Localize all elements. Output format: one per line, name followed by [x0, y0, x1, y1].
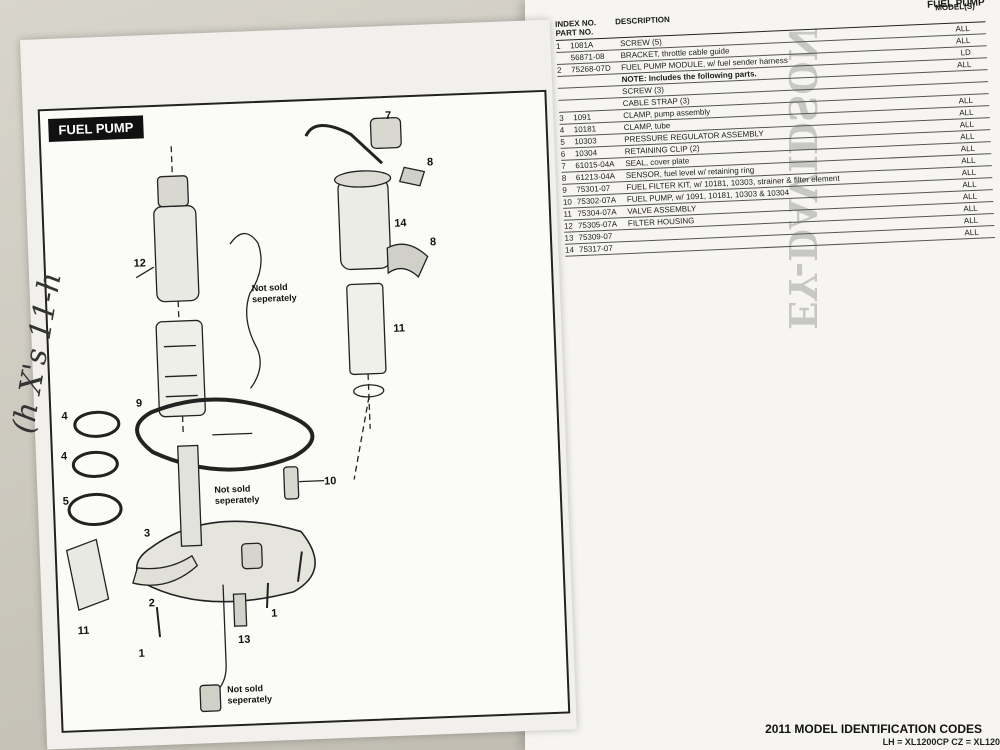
row-part-no: 75302-07A — [576, 195, 617, 207]
callout-9: 9 — [135, 397, 143, 410]
row-index: 9 — [562, 185, 568, 195]
callout-8: 8 — [426, 156, 434, 169]
row-model — [892, 76, 972, 79]
callout-5: 5 — [62, 495, 70, 508]
callout-3: 3 — [143, 527, 151, 540]
callout-4: 4 — [61, 410, 68, 423]
tube-clamp-2 — [71, 450, 119, 478]
row-index: 6 — [560, 149, 566, 159]
pressure-regulator — [369, 116, 402, 150]
callout-12: 12 — [133, 257, 147, 270]
sleeve-slots — [163, 344, 198, 398]
row-part-no: 75305-07A — [577, 219, 618, 231]
row-part-no: 1081A — [569, 40, 594, 51]
row-index: 4 — [559, 125, 565, 135]
row-index: 7 — [561, 161, 567, 171]
callout-4b: 4 — [60, 450, 68, 463]
pump-top-connector — [156, 175, 189, 208]
pump-module-body — [337, 177, 392, 271]
row-part-no: 1091 — [573, 112, 592, 123]
header-index-part: INDEX NO. PART NO. — [555, 18, 597, 38]
note-not-sold-2: Not sold seperately — [214, 483, 260, 506]
parts-table: FUEL PUMP INDEX NO. PART NO. DESCRIPTION… — [555, 0, 995, 257]
module-hose — [304, 123, 384, 165]
row-part-no: 10303 — [574, 136, 597, 147]
screws — [155, 551, 303, 638]
row-part-no: 75309-07 — [578, 231, 613, 243]
row-part-no: 56871-08 — [570, 51, 605, 63]
retaining-clip-top — [398, 166, 426, 187]
row-part-no: 10181 — [573, 124, 597, 135]
row-part-no: 75317-07 — [578, 243, 614, 255]
strainer-ring — [135, 397, 315, 472]
row-model: ALL — [964, 227, 979, 238]
callout-11: 11 — [393, 322, 406, 335]
row-part-no: 75268-07D — [570, 63, 611, 75]
row-index: 13 — [564, 233, 574, 243]
callout-8b: 8 — [429, 236, 437, 249]
row-index: 3 — [559, 113, 564, 123]
row-model — [892, 88, 972, 91]
row-index: 2 — [557, 65, 562, 75]
row-part-no: 10304 — [574, 148, 598, 159]
tube-clamp-1 — [73, 410, 121, 438]
row-index — [558, 82, 572, 83]
row-index: 14 — [564, 245, 575, 255]
row-part-no: 61213-04A — [575, 171, 616, 183]
cover-plate — [135, 520, 316, 603]
sensor-connector — [199, 684, 222, 713]
right-page: EY-DAVIDSON FUEL PUMP INDEX NO. PART NO.… — [525, 0, 1000, 750]
module-top — [333, 170, 392, 188]
fuel-pump-motor — [153, 205, 200, 303]
row-part-no: 75304-07A — [577, 207, 617, 219]
footer-codes: LH = XL1200CP CZ = XL120 — [882, 737, 1000, 747]
callout-7: 7 — [384, 109, 392, 123]
valve-assembly — [283, 466, 300, 500]
callout-10: 10 — [323, 475, 337, 488]
row-index: 5 — [560, 137, 565, 147]
row-index: 11 — [563, 209, 572, 219]
guide-bracket — [132, 554, 199, 586]
row-index: 10 — [562, 197, 573, 207]
retaining-clip-mid — [386, 243, 429, 278]
row-part-no — [573, 104, 623, 106]
footer-title: 2011 MODEL IDENTIFICATION CODES — [765, 722, 982, 736]
callout-1: 1 — [138, 647, 146, 660]
filter-dashes — [353, 373, 371, 480]
row-index: 8 — [561, 173, 567, 183]
note-not-sold-3: Not sold seperately — [226, 683, 273, 706]
exploded-diagram — [65, 116, 429, 713]
row-index — [557, 58, 571, 59]
callout-13: 13 — [237, 633, 251, 647]
fuel-level-sensor — [232, 593, 248, 627]
row-part-no: 75301-07 — [576, 183, 611, 195]
row-index: 1 — [555, 41, 561, 51]
row-index — [558, 94, 572, 95]
leader-lines — [135, 266, 325, 483]
leader-dashes — [170, 146, 184, 437]
note-not-sold-1: Not sold seperately — [251, 281, 297, 305]
callout-1b: 1 — [270, 607, 278, 620]
callout-14: 14 — [394, 217, 407, 230]
row-index: 12 — [563, 221, 574, 231]
callout-2: 2 — [148, 597, 156, 610]
harness-wire — [229, 232, 262, 389]
row-part-no — [572, 80, 622, 82]
callout-11b: 11 — [77, 624, 90, 638]
row-part-no — [572, 92, 622, 94]
filter-element — [346, 282, 387, 376]
diagram-frame: FUEL PUMP — [37, 89, 571, 733]
row-part-no: 61015-04A — [575, 159, 615, 171]
left-page: FUEL PUMP — [20, 19, 577, 750]
sensor-socket — [241, 542, 263, 570]
throttle-cable-bracket — [65, 538, 110, 612]
module-bracket-post — [177, 444, 203, 547]
row-index — [559, 106, 573, 107]
pump-clamp — [67, 492, 123, 526]
